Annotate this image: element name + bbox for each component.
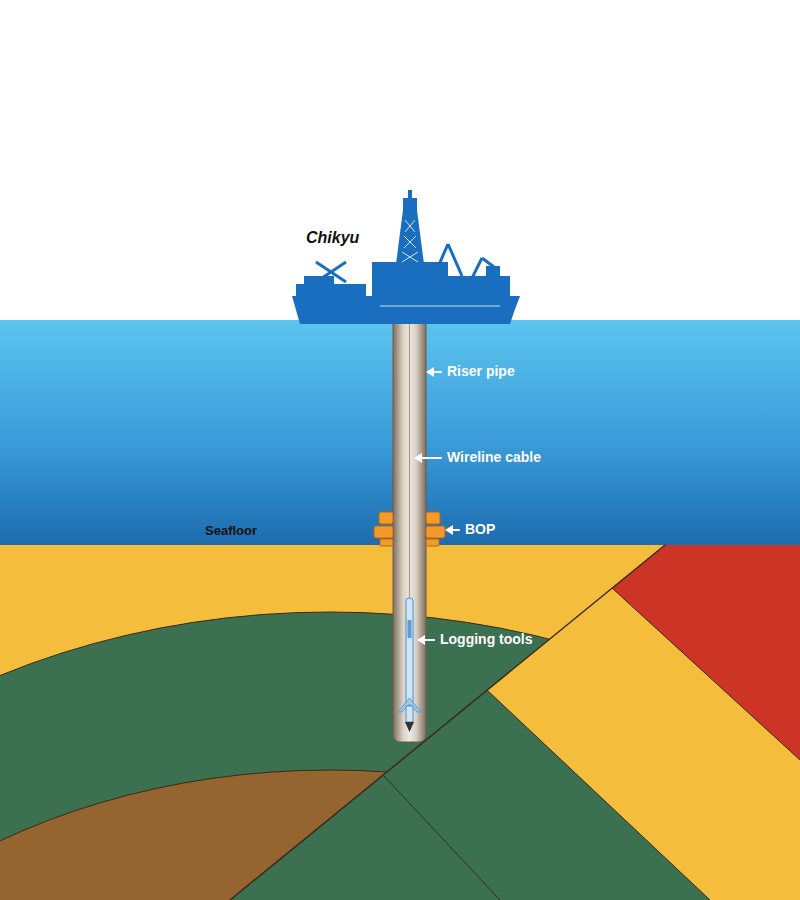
part-label: Riser pipe bbox=[447, 364, 515, 379]
logging-tools bbox=[398, 598, 421, 732]
ship-name: Chikyu bbox=[306, 229, 359, 247]
seafloor-label: Seafloor bbox=[205, 524, 257, 538]
ship-details bbox=[316, 244, 498, 282]
wireline-cable bbox=[409, 322, 410, 600]
ship-chikyu bbox=[292, 190, 520, 324]
leader-arrows bbox=[414, 367, 460, 645]
part-label: Wireline cable bbox=[447, 450, 541, 465]
derrick-lattice bbox=[380, 220, 500, 306]
part-label: Logging tools bbox=[440, 632, 533, 647]
riser-pipe bbox=[393, 320, 426, 742]
fault-line bbox=[230, 545, 665, 900]
bop-symbol bbox=[374, 512, 445, 546]
part-label: BOP bbox=[465, 522, 495, 537]
